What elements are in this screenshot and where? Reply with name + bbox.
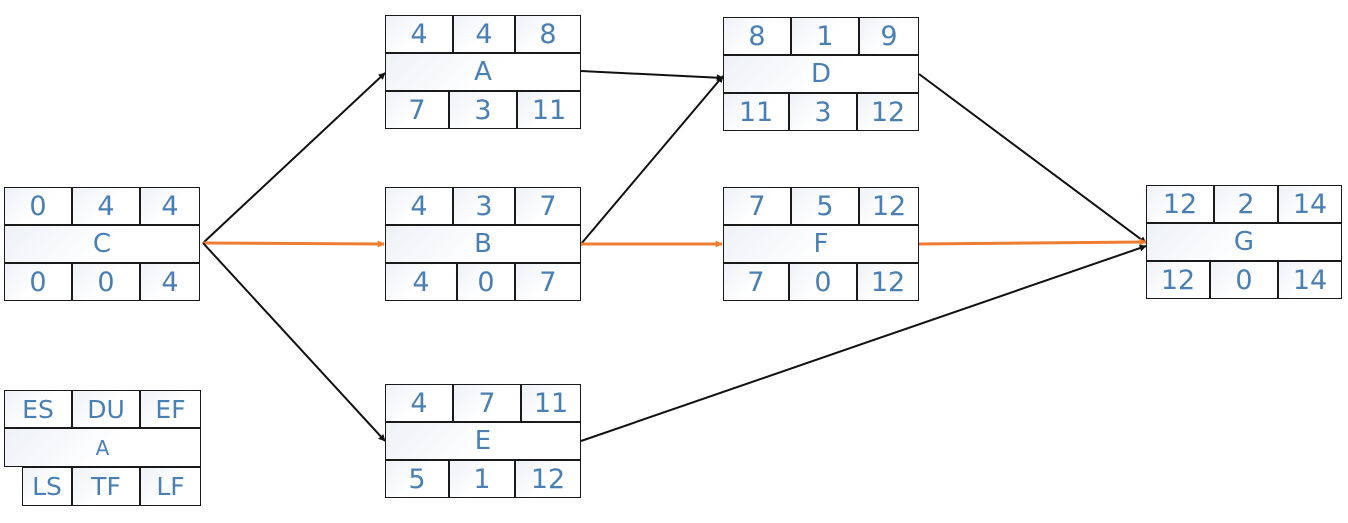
ef-cell: 8 [515, 15, 581, 53]
edge-c-e [202, 242, 386, 442]
ef-cell: 7 [515, 187, 581, 225]
activity-name: G [1146, 223, 1342, 261]
node-e: 4 7 11 E 5 1 12 [385, 384, 581, 498]
legend-du: DU [72, 390, 140, 428]
du-cell: 3 [453, 187, 515, 225]
edge-e-g [580, 244, 1147, 442]
es-cell: 12 [1146, 185, 1214, 223]
lf-cell: 14 [1278, 261, 1342, 299]
edge-c-a [202, 72, 386, 244]
edge-a-d [580, 70, 724, 82]
node-b: 4 3 7 B 4 0 7 [385, 187, 581, 301]
edge-f-g [918, 238, 1147, 246]
node-g: 12 2 14 G 12 0 14 [1146, 185, 1342, 299]
ls-cell: 4 [385, 263, 457, 301]
tf-cell: 0 [1210, 261, 1278, 299]
du-cell: 4 [453, 15, 515, 53]
legend-tf: TF [72, 467, 140, 506]
du-cell: 4 [72, 187, 140, 225]
es-cell: 4 [385, 384, 453, 422]
ef-cell: 12 [859, 187, 919, 225]
edge-d-g [918, 73, 1147, 244]
ls-cell: 11 [723, 93, 789, 131]
tf-cell: 3 [789, 93, 857, 131]
ef-cell: 9 [859, 17, 919, 55]
es-cell: 0 [4, 187, 72, 225]
lf-cell: 4 [140, 263, 200, 301]
ls-cell: 7 [385, 91, 449, 129]
ls-cell: 12 [1146, 261, 1210, 299]
edge-b-d [580, 75, 724, 245]
du-cell: 5 [791, 187, 859, 225]
edge-c-b [202, 240, 385, 248]
lf-cell: 7 [515, 263, 581, 301]
ls-cell: 5 [385, 460, 449, 498]
tf-cell: 1 [449, 460, 515, 498]
legend-lf: LF [140, 467, 201, 506]
activity-name: B [385, 225, 581, 263]
legend-es: ES [4, 390, 72, 428]
tf-cell: 0 [789, 263, 857, 301]
activity-name: C [4, 225, 200, 263]
node-c: 0 4 4 C 0 0 4 [4, 187, 200, 301]
legend-name: A [4, 428, 201, 467]
lf-cell: 12 [857, 93, 919, 131]
lf-cell: 12 [857, 263, 919, 301]
tf-cell: 0 [457, 263, 515, 301]
es-cell: 7 [723, 187, 791, 225]
lf-cell: 12 [515, 460, 581, 498]
es-cell: 4 [385, 187, 453, 225]
es-cell: 4 [385, 15, 453, 53]
node-d: 8 1 9 D 11 3 12 [723, 17, 919, 131]
ef-cell: 14 [1278, 185, 1342, 223]
tf-cell: 0 [72, 263, 140, 301]
activity-name: F [723, 225, 919, 263]
ef-cell: 4 [140, 187, 200, 225]
legend-ef: EF [140, 390, 201, 428]
lf-cell: 11 [517, 91, 581, 129]
du-cell: 2 [1214, 185, 1278, 223]
legend-ls: LS [22, 467, 72, 506]
du-cell: 1 [791, 17, 859, 55]
ef-cell: 11 [521, 384, 581, 422]
legend-node: ES DU EF A LS TF LF [4, 390, 201, 506]
ls-cell: 0 [4, 263, 72, 301]
ls-cell: 7 [723, 263, 789, 301]
activity-name: E [385, 422, 581, 460]
node-a: 4 4 8 A 7 3 11 [385, 15, 581, 129]
du-cell: 7 [453, 384, 521, 422]
tf-cell: 3 [449, 91, 517, 129]
activity-name: A [385, 53, 581, 91]
activity-name: D [723, 55, 919, 93]
es-cell: 8 [723, 17, 791, 55]
node-f: 7 5 12 F 7 0 12 [723, 187, 919, 301]
